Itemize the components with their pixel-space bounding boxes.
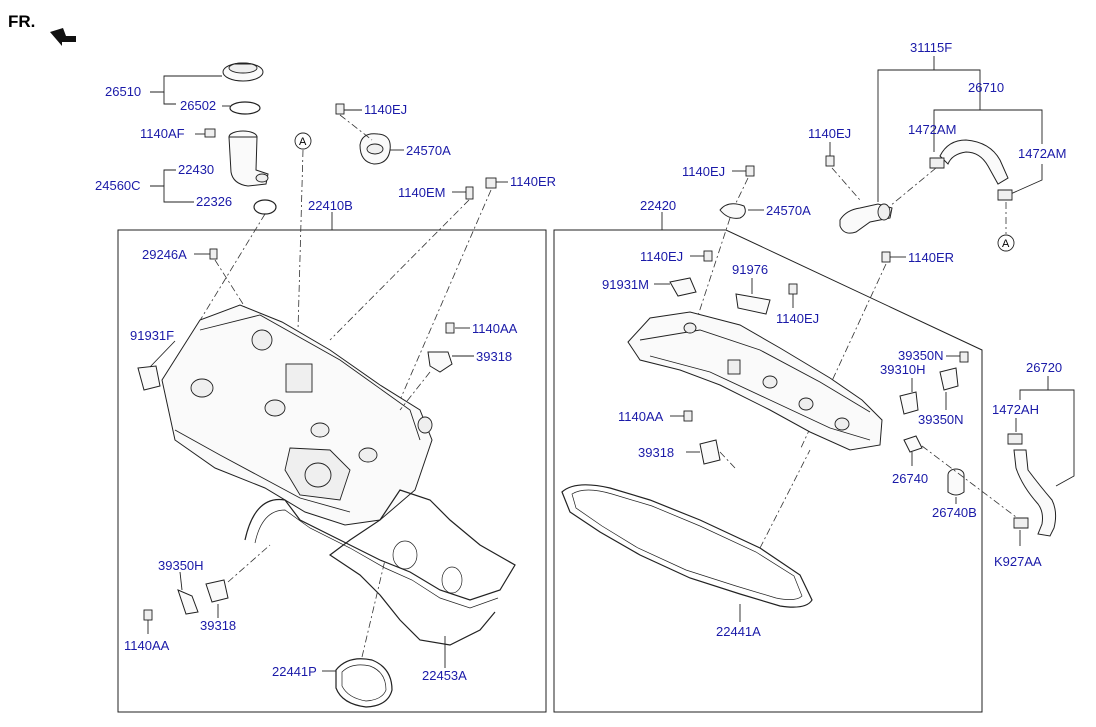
bolt-1140af xyxy=(204,128,216,138)
label-29246a: 29246A xyxy=(142,247,187,262)
label-24570a-left: 24570A xyxy=(406,143,451,158)
label-26720: 26720 xyxy=(1026,360,1062,375)
label-26740: 26740 xyxy=(892,471,928,486)
label-39310h: 39310H xyxy=(880,362,926,377)
label-31115f: 31115F xyxy=(910,40,952,55)
label-39350n: 39350N xyxy=(918,412,964,427)
reference-circle-a-right xyxy=(997,234,1015,252)
label-1140em: 1140EM xyxy=(398,185,445,200)
label-left-cover: 22410B xyxy=(308,198,353,213)
label-1140ej-pcv: 1140EJ xyxy=(808,126,851,141)
label-39318-left-top: 39318 xyxy=(476,349,512,364)
label-1472am-1: 1472AM xyxy=(908,122,956,137)
cylinder-head-cover-left xyxy=(161,304,433,526)
pcv-valve-26740 xyxy=(903,435,923,453)
grommet-26740b xyxy=(947,468,965,496)
cylinder-head-cover-right xyxy=(627,311,883,451)
label-1140aa-right-top: 39350N xyxy=(898,348,944,363)
label-91931m: 91931M xyxy=(602,277,649,292)
bracket-91931f xyxy=(137,365,161,391)
label-22326: 22326 xyxy=(196,194,232,209)
bracket-91931m xyxy=(669,277,697,297)
label-1140ej-right-mid: 1140EJ xyxy=(640,249,683,264)
label-1472ah: 1472AH xyxy=(992,402,1039,417)
cam-sensor-39318-left-bottom xyxy=(205,579,229,603)
label-22430: 22430 xyxy=(178,162,214,177)
label-1140er-left: 1140ER xyxy=(510,174,556,189)
oil-cap-seal xyxy=(229,101,261,115)
label-24560c: 24560C xyxy=(95,178,141,193)
label-26740b: 26740B xyxy=(932,505,977,520)
bolt-1140em xyxy=(465,186,474,200)
front-arrow-icon xyxy=(50,28,76,46)
stud-29246a xyxy=(209,248,218,260)
label-1140ej-right-top: 1140EJ xyxy=(682,164,725,179)
label-24570a-right: 24570A xyxy=(766,203,811,218)
hose-26710 xyxy=(939,139,1009,185)
bolt-1140ej-right-top xyxy=(745,165,755,177)
label-39350h: 39350H xyxy=(158,558,204,573)
sensor-39310h xyxy=(899,391,919,415)
clamp-1472am-1 xyxy=(929,157,945,169)
label-k927aa: K927AA xyxy=(994,554,1042,569)
label-1140ej-right-low: 1140EJ xyxy=(776,311,819,326)
bracket-39350h xyxy=(177,589,199,615)
front-marker: FR. xyxy=(8,12,35,31)
label-1140af: 1140AF xyxy=(140,126,185,141)
gasket-22441a xyxy=(561,484,813,608)
circle-a-left-text: A xyxy=(299,136,307,148)
label-26510: 26510 xyxy=(105,84,141,99)
cam-sensor-39318-right xyxy=(699,439,721,465)
label-39318-right: 39318 xyxy=(638,445,674,460)
label-26502: 26502 xyxy=(180,98,216,113)
clamp-k927aa xyxy=(1013,517,1029,529)
bolt-1140aa-left-top xyxy=(445,322,455,334)
label-1140ej-left: 1140EJ xyxy=(364,102,407,117)
gasket-22453a xyxy=(244,489,516,646)
label-1140aa-left-bottom: 1140AA xyxy=(124,638,170,653)
bolt-1140er-right xyxy=(881,251,891,263)
bolt-1140er-left xyxy=(485,177,497,189)
label-1140er-right: 1140ER xyxy=(908,250,954,265)
part-91976 xyxy=(735,293,771,315)
neck-gasket xyxy=(253,199,277,215)
label-1472am-2: 1472AM xyxy=(1018,146,1066,161)
label-91976: 91976 xyxy=(732,262,768,277)
hose-26720 xyxy=(1013,449,1057,537)
breather-cap-24570a-right xyxy=(719,203,746,219)
label-1140aa-right: 1140AA xyxy=(618,409,664,424)
breather-cap-24570a-left xyxy=(359,133,391,165)
circle-a-right-text: A xyxy=(1002,238,1010,250)
label-right-cover: 22420 xyxy=(640,198,676,213)
label-22441a: 22441A xyxy=(716,624,761,639)
label-26710: 26710 xyxy=(968,80,1004,95)
clamp-1472ah xyxy=(1007,433,1023,445)
bolt-1140aa-left-bottom xyxy=(143,609,153,621)
label-39318-left-bottom: 39318 xyxy=(200,618,236,633)
label-22453a: 22453A xyxy=(422,668,467,683)
clamp-1472am-2 xyxy=(997,189,1013,201)
bolt-1140ej-left xyxy=(335,103,345,115)
oil-filler-cap xyxy=(222,62,264,82)
bolt-1140aa-right-top xyxy=(959,351,969,363)
gasket-22441p xyxy=(335,658,393,708)
bracket-39350n xyxy=(939,367,959,391)
pcv-pipe-31115f xyxy=(839,203,893,234)
bolt-1140aa-right xyxy=(683,410,693,422)
right-cover-frame xyxy=(553,229,983,713)
reference-circle-a-left xyxy=(294,132,312,150)
label-1140aa-left-top: 1140AA xyxy=(472,321,518,336)
label-91931f: 91931F xyxy=(130,328,174,343)
cam-sensor-39318-left-top xyxy=(427,351,453,373)
oil-filler-neck xyxy=(228,130,269,187)
label-22441p: 22441P xyxy=(272,664,317,679)
bolt-1140ej-right-mid xyxy=(703,250,713,262)
bolt-1140ej-right-low xyxy=(788,283,798,295)
bolt-1140ej-pcv xyxy=(825,155,835,167)
